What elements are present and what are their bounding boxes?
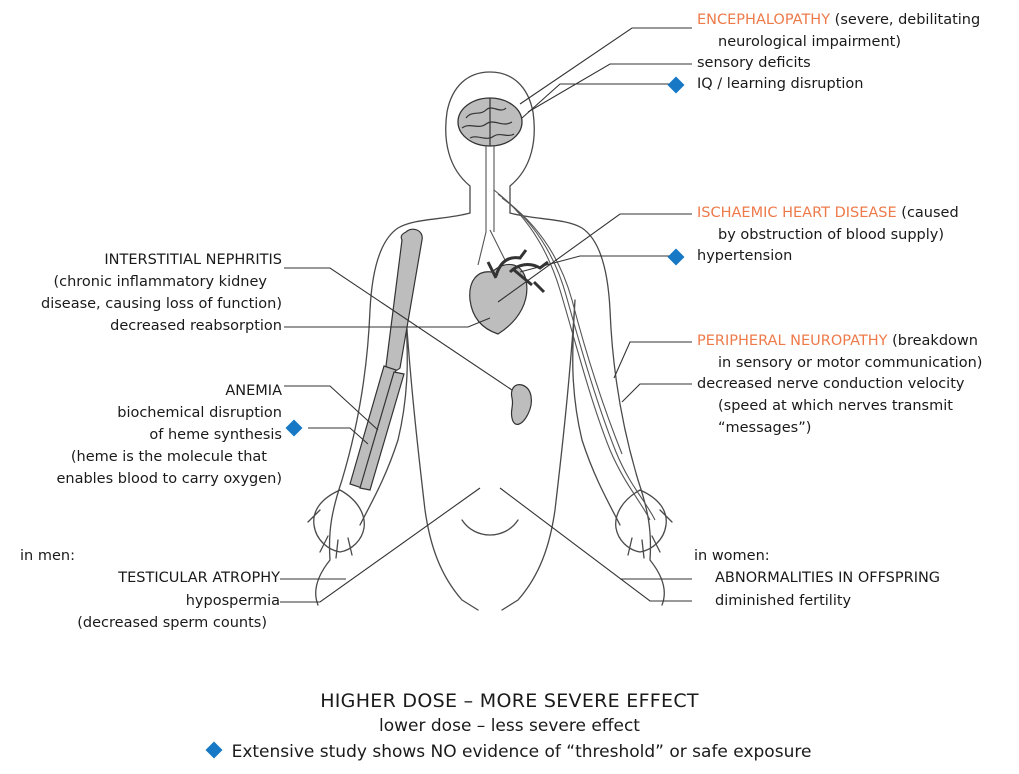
offspring-abnormalities-title: ABNORMALITIES IN OFFSPRING [715,568,940,589]
legend-higher-dose: HIGHER DOSE – MORE SEVERE EFFECT [0,690,1019,712]
encephalopathy-desc-line1: (severe, debilitating [830,12,980,28]
anemia-title: ANEMIA [225,381,282,402]
leader-iq [522,84,674,118]
heart-disease-desc-line2: by obstruction of blood supply) [718,225,944,246]
neuropathy-label: PERIPHERAL NEUROPATHY (breakdown [697,331,978,352]
iq-learning-label: IQ / learning disruption [697,74,863,95]
encephalopathy-desc-line2: neurological impairment) [718,32,901,53]
neuropathy-title: PERIPHERAL NEUROPATHY [697,333,888,349]
leader-sensory [528,64,692,112]
heart-disease-title: ISCHAEMIC HEART DISEASE [697,205,897,221]
kidney-organ [511,385,531,425]
sensory-deficits-label: sensory deficits [697,53,811,74]
leader-heme [308,428,368,444]
leader-neuropathy [614,342,692,378]
heme-disruption-line2: of heme synthesis [149,425,282,446]
leader-reabsorption [284,318,490,327]
women-intro: in women: [694,546,770,567]
reabsorption-label: decreased reabsorption [110,316,282,337]
nerve-velocity-note-line1: (speed at which nerves transmit [718,396,953,417]
nerve-bundle [478,190,655,520]
nerve-velocity-label: decreased nerve conduction velocity [697,374,964,395]
hypospermia-label: hypospermia [186,591,280,612]
arm-bones [350,229,422,490]
nephritis-title: INTERSTITIAL NEPHRITIS [104,250,282,271]
legend-lower-dose: lower dose – less severe effect [0,716,1019,736]
legend-threshold-text: Extensive study shows NO evidence of “th… [232,742,812,762]
encephalopathy-title: ENCEPHALOPATHY [697,12,830,28]
leader-nerve-velocity [622,384,692,402]
nerve-velocity-note-line2: “messages”) [718,418,811,439]
threshold-diamond-icon [205,742,222,759]
legend-threshold: Extensive study shows NO evidence of “th… [0,742,1019,762]
heme-note-line2: enables blood to carry oxygen) [56,469,282,490]
encephalopathy-label: ENCEPHALOPATHY (severe, debilitating [697,10,980,31]
nephritis-desc-line2: disease, causing loss of function) [41,294,282,315]
testicular-atrophy-title: TESTICULAR ATROPHY [118,568,280,589]
nephritis-desc-line1: (chronic inflammatory kidney [53,272,267,293]
neuropathy-desc-line2: in sensory or motor communication) [718,353,982,374]
hypertension-label: hypertension [697,246,792,267]
sperm-count-note: (decreased sperm counts) [77,613,267,634]
heme-disruption-line1: biochemical disruption [117,403,282,424]
neuropathy-desc-line1: (breakdown [888,333,978,349]
heart-disease-label: ISCHAEMIC HEART DISEASE (caused [697,203,959,224]
diminished-fertility-label: diminished fertility [715,591,851,612]
brain-organ [458,98,522,232]
men-intro: in men: [20,546,75,567]
heme-note-line1: (heme is the molecule that [71,447,267,468]
heart-disease-desc-line1: (caused [897,205,959,221]
